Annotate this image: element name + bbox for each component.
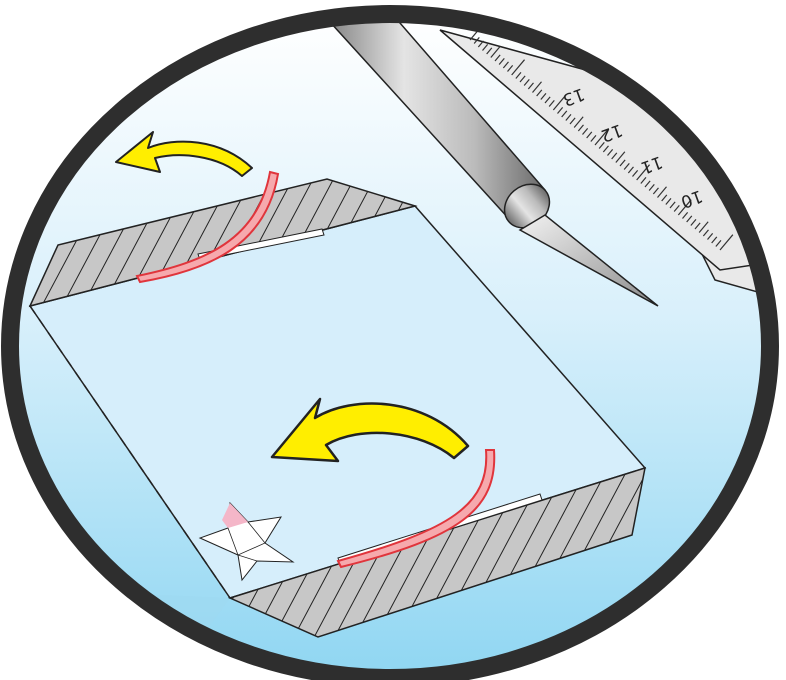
ruler-tick <box>590 134 597 142</box>
fold-line <box>29 305 231 599</box>
ruler-tick <box>690 218 697 226</box>
star-decal-icon <box>198 501 295 582</box>
ruler-tick <box>540 92 547 100</box>
ruler-tick <box>498 57 505 65</box>
ruler-tick <box>536 89 543 97</box>
curved-arrow-icon <box>270 397 470 463</box>
peeled-backing-top <box>135 170 280 284</box>
ruler-tick <box>644 180 651 188</box>
ruler-tick <box>569 117 576 125</box>
ruler-tick <box>657 186 667 198</box>
ruler-tick <box>573 116 584 128</box>
ruler-tick <box>527 82 534 90</box>
ruler-tick <box>552 94 567 111</box>
ruler-tick <box>519 75 526 83</box>
ruler-tick <box>694 222 701 230</box>
ruler-tick <box>490 46 501 58</box>
ruler-tick <box>652 187 659 195</box>
ruler-tick <box>594 129 609 146</box>
ruler-tick <box>640 176 647 184</box>
curved-arrow-icon <box>115 131 253 177</box>
ruler-tick <box>702 229 709 237</box>
ruler-tick <box>482 43 489 51</box>
ruler-tick <box>477 40 484 48</box>
ruler-tick <box>648 183 655 191</box>
ruler-tick <box>523 78 530 86</box>
ruler-tick <box>582 127 589 135</box>
ruler-tick <box>707 232 714 240</box>
ruler-tick <box>598 141 605 149</box>
round-frame <box>1 5 779 680</box>
ruler-tick <box>632 169 639 177</box>
ruler-tick <box>611 152 618 160</box>
ruler-tick <box>473 36 480 44</box>
ruler-tick <box>686 215 693 223</box>
ruler-tick <box>565 113 572 121</box>
ruler-tick <box>698 221 709 233</box>
ruler-tick <box>711 236 718 244</box>
ruler-tick <box>636 164 650 181</box>
ruler-tick <box>544 96 551 104</box>
ruler-tick <box>623 162 630 170</box>
ruler-tick <box>557 106 564 114</box>
ruler-tick <box>561 110 568 118</box>
ruler-tick <box>515 71 522 79</box>
ruler-tick <box>627 166 634 174</box>
ruler-tick <box>577 124 584 132</box>
ruler-tick <box>669 201 676 209</box>
ruler-tick <box>507 64 514 72</box>
ruler-tick <box>586 131 593 139</box>
ruler-tick <box>486 47 493 55</box>
ruler-tick <box>532 81 542 93</box>
ruler-tick <box>619 159 626 167</box>
knife-blade <box>518 214 659 307</box>
ruler-tick <box>607 148 614 156</box>
ruler-tick <box>602 145 609 153</box>
ruler-tick <box>677 199 692 216</box>
ruler-tick <box>548 99 555 107</box>
peeled-backing-bottom <box>336 449 496 569</box>
ruler-tick <box>502 61 509 69</box>
ruler-tick <box>682 211 689 219</box>
ruler-tick <box>511 59 525 76</box>
hobby-knife-icon <box>308 14 659 307</box>
ruler-tick <box>719 234 734 251</box>
ruler-tick <box>661 194 668 202</box>
ruler-tick <box>715 239 722 247</box>
ruler-tick <box>665 197 672 205</box>
ruler-tick <box>673 204 680 212</box>
ruler-tick <box>615 151 626 163</box>
ruler-tick <box>494 54 501 62</box>
